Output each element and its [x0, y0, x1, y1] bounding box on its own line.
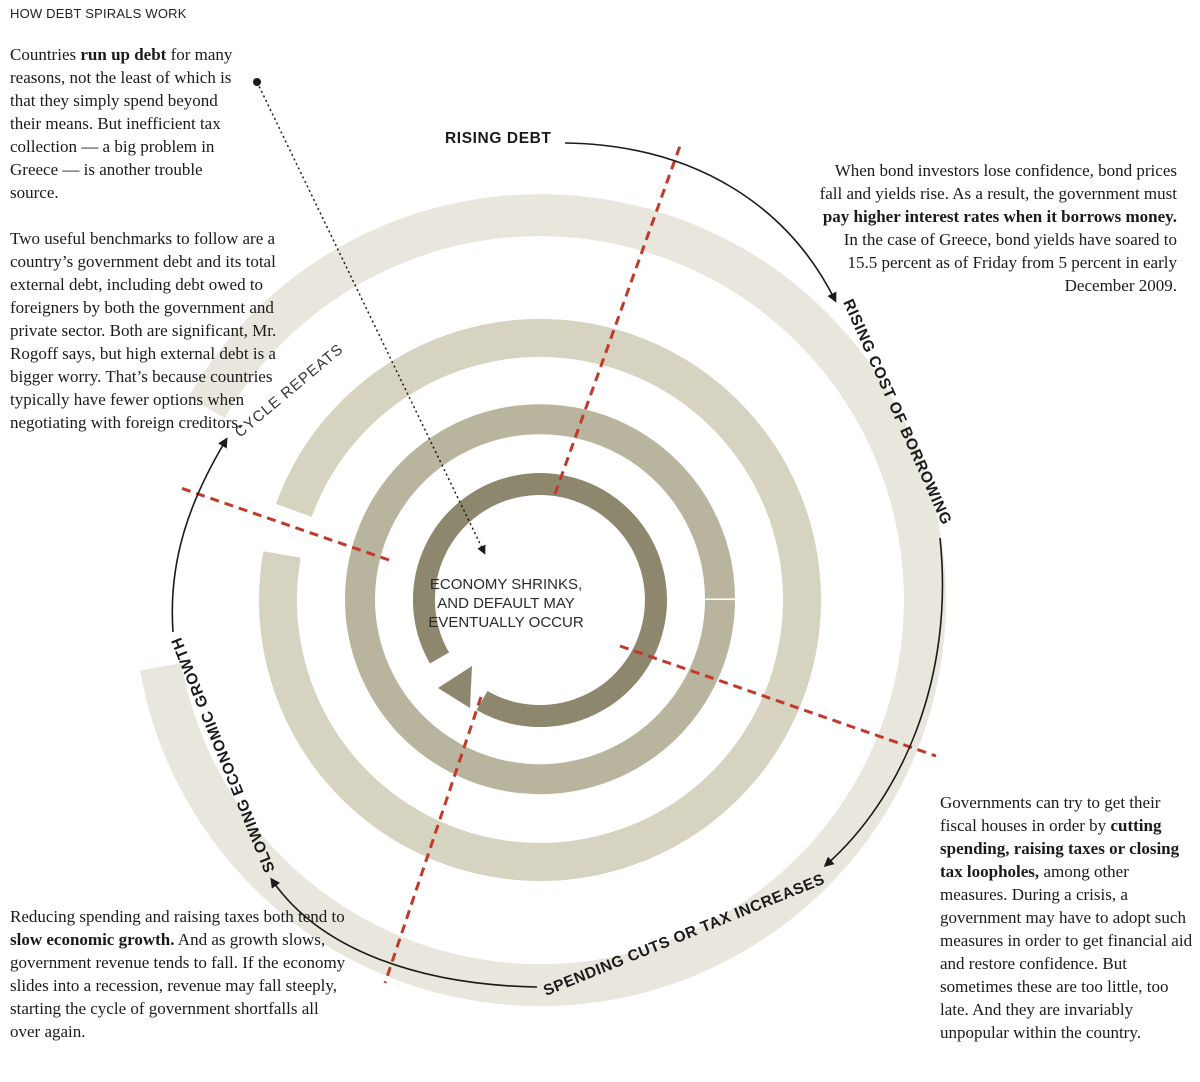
center-outcome: ECONOMY SHRINKS, AND DEFAULT MAY EVENTUA… — [400, 575, 612, 632]
stage-dividers — [177, 142, 937, 984]
divider-ne — [553, 142, 683, 495]
spiral-band-second — [259, 318, 821, 881]
stage-label-spending-cuts: SPENDING CUTS OR TAX INCREASES — [541, 871, 827, 1000]
note-fiscal-measures: Governments can try to get their fiscal … — [940, 793, 1193, 1042]
note-benchmarks: Two useful benchmarks to follow are a co… — [10, 229, 277, 432]
divider-nw — [177, 485, 390, 562]
stage-label-rising-debt: RISING DEBT — [445, 130, 552, 147]
pointer-dotted-line — [256, 81, 486, 555]
note-bond-yields: When bond investors lose confidence, bon… — [819, 161, 1177, 295]
page-title: HOW DEBT SPIRALS WORK — [10, 6, 187, 21]
arrow-rising-debt-to-cost — [564, 142, 837, 303]
center-line-2: AND DEFAULT MAY — [437, 595, 575, 612]
spiral-band-outer — [140, 194, 946, 1007]
arrow-growth-to-cycle — [171, 437, 228, 633]
divider-se — [619, 644, 937, 758]
center-line-3: EVENTUALLY OCCUR — [428, 614, 584, 631]
arrow-spending-to-growth — [270, 877, 538, 988]
note-debt: Countries run up debt for many reasons, … — [10, 45, 233, 202]
spiral-end-arrowhead — [438, 666, 472, 708]
center-line-1: ECONOMY SHRINKS, — [429, 576, 583, 593]
note-economic-growth: Reducing spending and raising taxes both… — [10, 907, 346, 1041]
spiral-band-third — [345, 404, 735, 795]
spiral-band-inner — [412, 473, 667, 728]
arrow-cost-to-spending — [823, 537, 944, 867]
divider-sw — [383, 696, 483, 984]
